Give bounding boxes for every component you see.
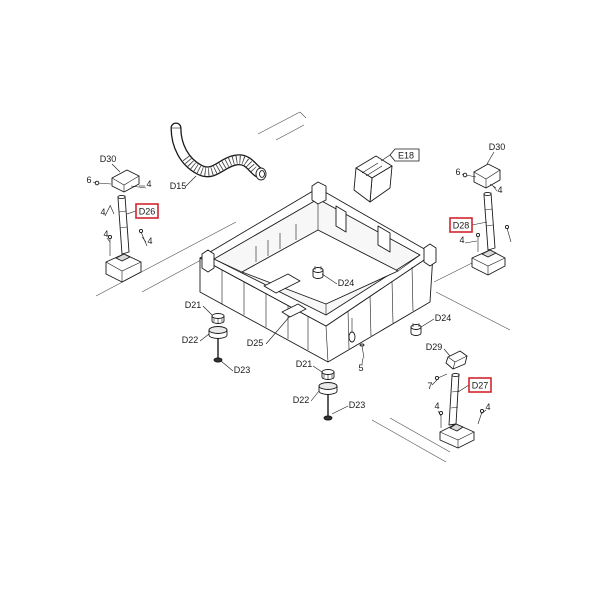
foot-pad-d24-center (312, 266, 324, 279)
callout-7: 7 (427, 381, 432, 391)
callout-d15: D15 (170, 181, 187, 191)
bracket-e18 (353, 155, 393, 203)
damper-d26-assembly (94, 169, 148, 283)
highlight-box-d26 (135, 203, 159, 219)
damper-d27-assembly (434, 350, 485, 449)
callout-4-right-b: 4 (459, 235, 464, 245)
callout-d30-right: D30 (489, 142, 506, 152)
tag-outline-e18 (389, 148, 420, 162)
callout-6-right: 6 (455, 167, 460, 177)
callout-d24-right: D24 (435, 313, 452, 323)
callout-d21-center: D21 (296, 359, 313, 369)
highlight-box-d28 (449, 217, 473, 233)
callout-e18: E18 (398, 151, 414, 161)
callout-labels: D30 6 4 4 D26 4 4 D15 E18 D30 6 4 D28 4 … (86, 142, 505, 412)
highlight-box-d27 (468, 377, 492, 393)
screw-5 (359, 343, 365, 359)
foot-assembly-left (208, 313, 228, 363)
drain-hose-d15 (170, 122, 267, 181)
callout-4-left-a: 4 (146, 179, 151, 189)
callout-d23-center: D23 (349, 400, 366, 410)
callout-5: 5 (358, 363, 363, 373)
callout-d24-center: D24 (338, 278, 355, 288)
callout-6-left: 6 (86, 175, 91, 185)
perspective-guide-lines (95, 111, 511, 463)
callout-d22-left: D22 (182, 335, 199, 345)
callout-d27: D27 (472, 381, 489, 391)
callout-d25: D25 (247, 338, 264, 348)
callout-d21-left: D21 (185, 300, 202, 310)
callout-d30-left: D30 (100, 154, 117, 164)
callout-4-left-d: 4 (147, 236, 152, 246)
base-tray-d25 (199, 181, 437, 363)
callout-4-right-a: 4 (497, 185, 502, 195)
foot-pad-d24-right (410, 323, 422, 336)
callout-d26: D26 (139, 207, 156, 217)
foot-assembly-center (318, 369, 338, 421)
leader-lines (92, 151, 498, 417)
callout-d28: D28 (453, 221, 470, 231)
damper-d28-assembly (462, 163, 512, 276)
callout-4-left-c: 4 (103, 229, 108, 239)
callout-d29: D29 (426, 342, 443, 352)
callout-4-bottom-b: 4 (485, 402, 490, 412)
callout-d23-left: D23 (234, 365, 251, 375)
callout-d22-center: D22 (293, 395, 310, 405)
callout-4-bottom-a: 4 (434, 401, 439, 411)
callout-4-left-b: 4 (100, 207, 105, 217)
